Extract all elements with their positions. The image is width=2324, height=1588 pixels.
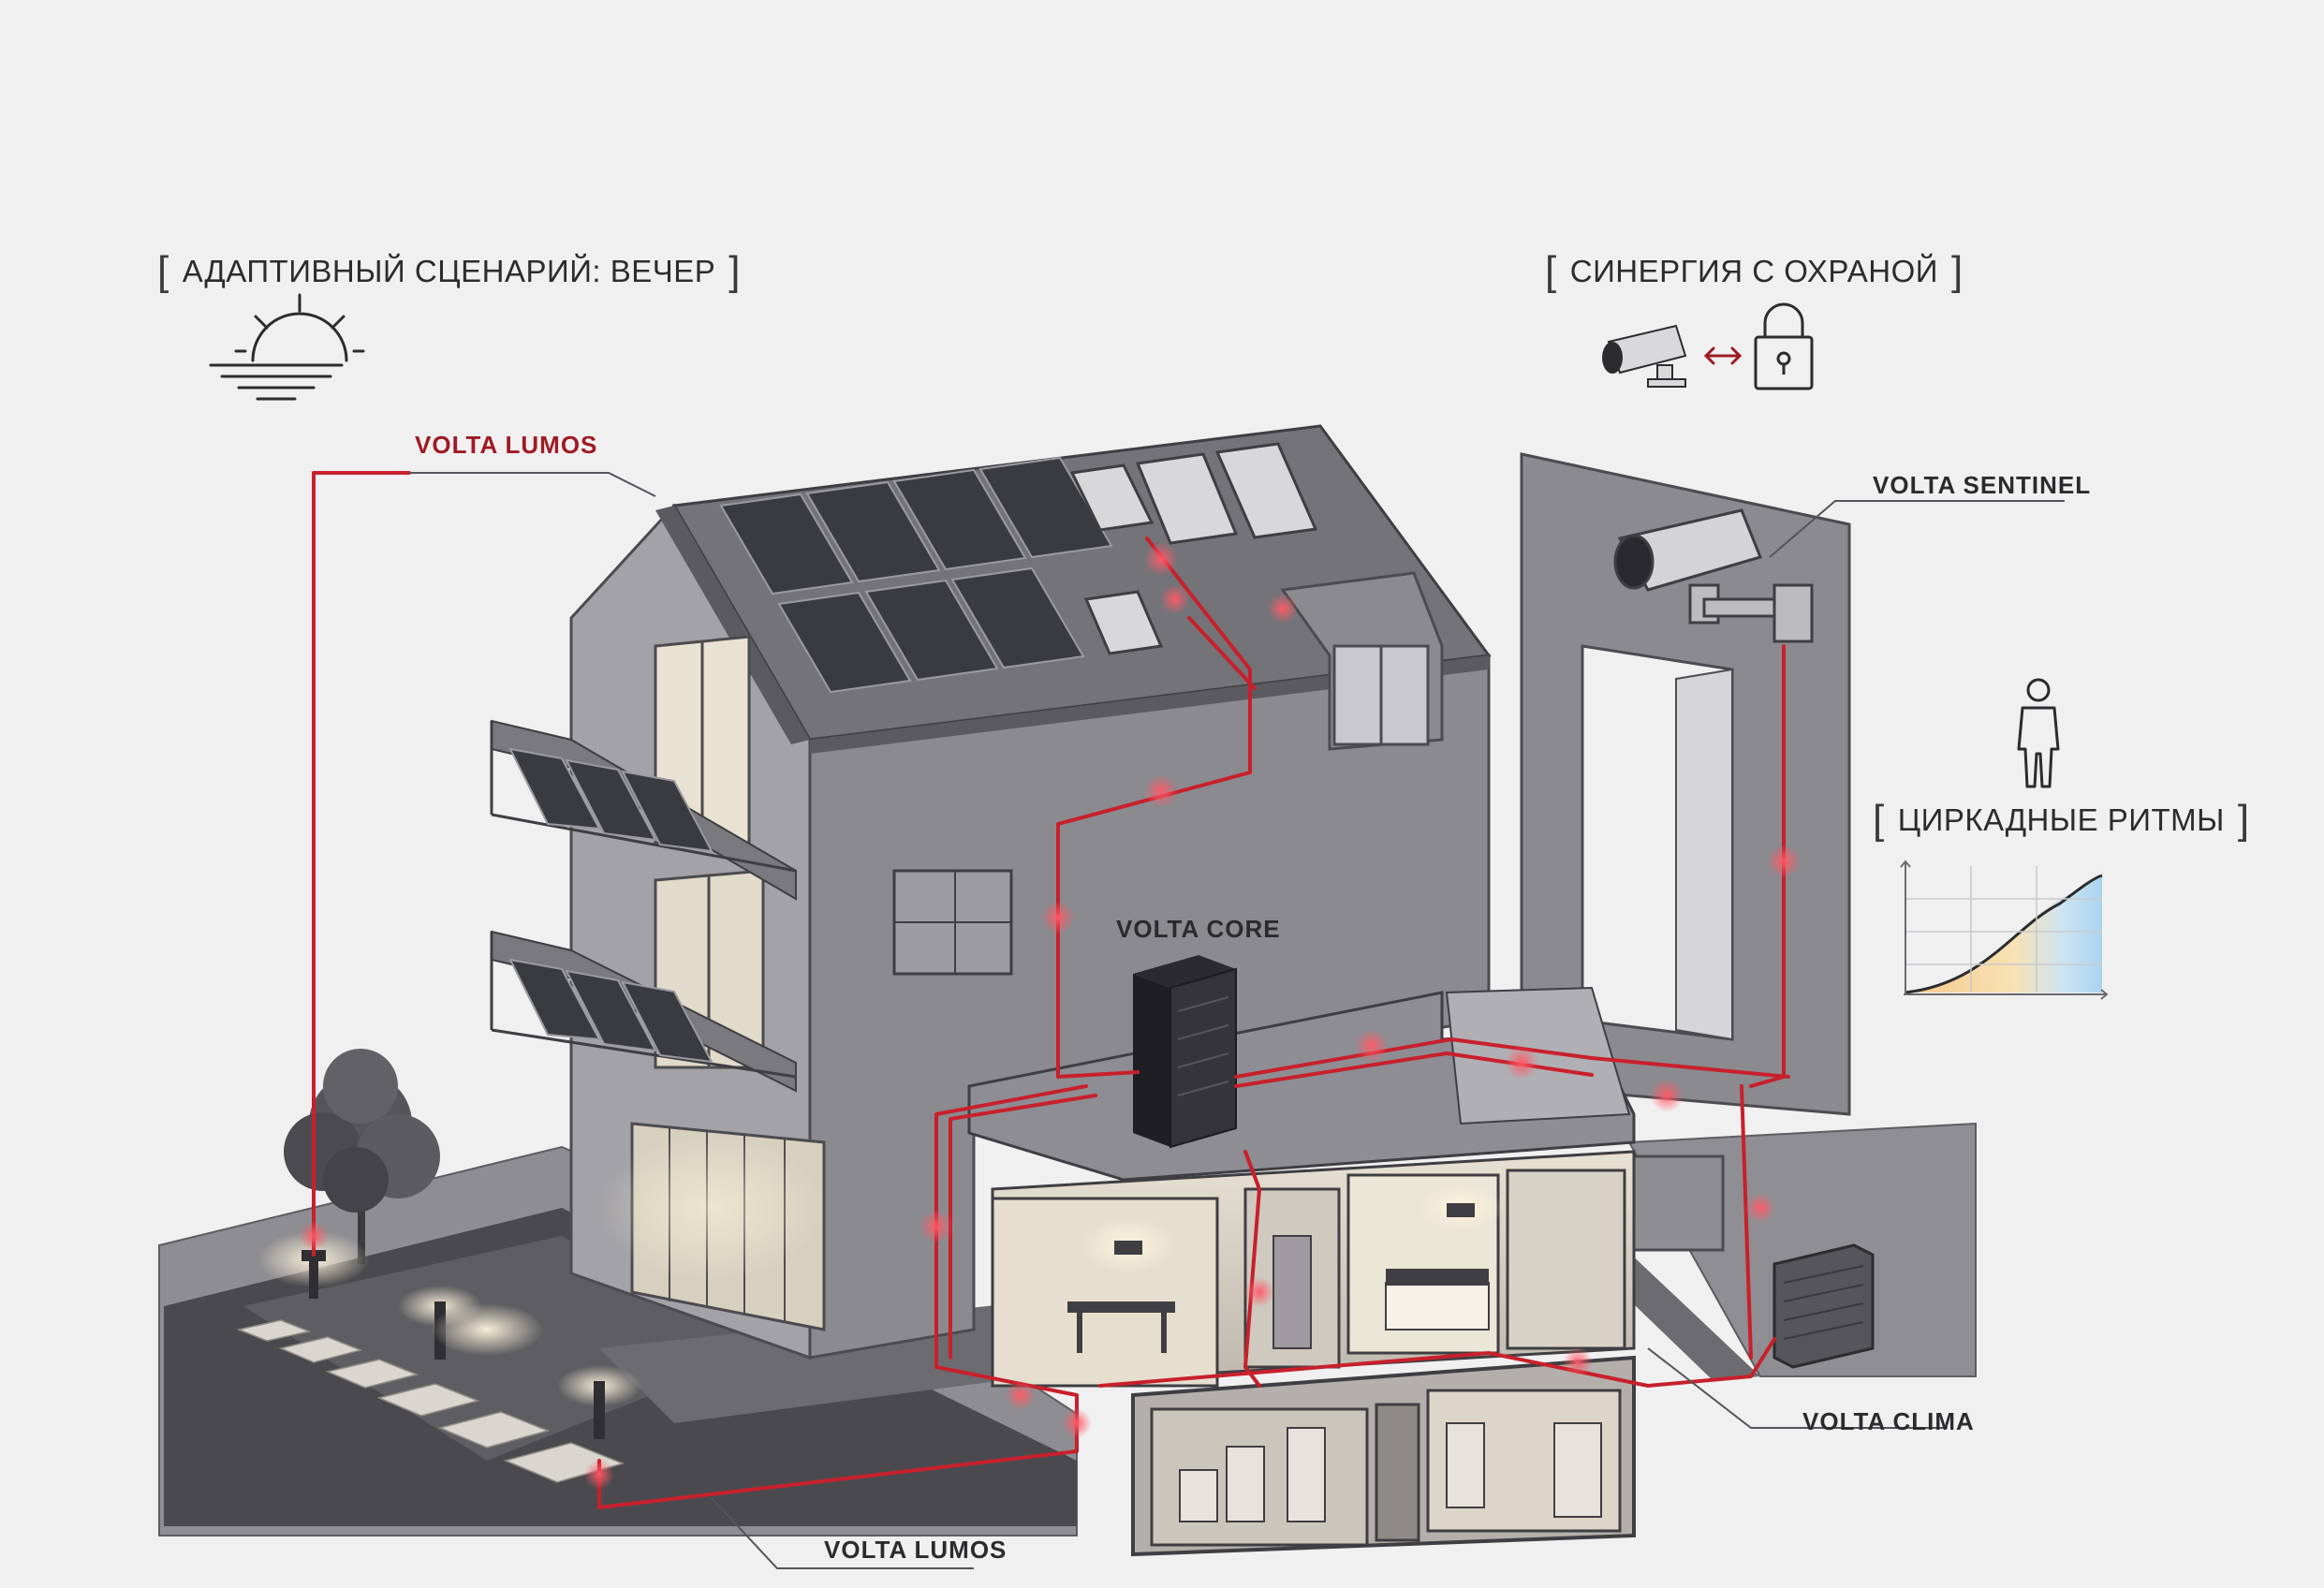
garden-lamps [257,1231,641,1439]
bracket-close: ] [1950,248,1964,294]
leader-lines [409,472,2065,1569]
roof-solar-panels [719,456,1113,694]
callout-security-text: СИНЕРГИЯ С ОХРАНОЙ [1569,254,1938,288]
cable-nodes [299,542,1801,1490]
balcony-upper [490,719,797,901]
sunset-icon [209,293,365,401]
two-way-arrow-icon [1703,346,1743,365]
security-wall [1520,452,1851,1116]
heat-pump-unit [1618,1154,1875,1369]
bracket-open: [ [157,248,169,294]
padlock-icon [1754,302,1814,390]
callout-adaptive-text: АДАПТИВНЫЙ СЦЕНАРИЙ: ВЕЧЕР [182,254,716,288]
callout-adaptive-scenario: [ АДАПТИВНЫЙ СЦЕНАРИЙ: ВЕЧЕР] [157,245,742,294]
label-volta-lumos-top: VOLTA LUMOS [415,431,598,459]
bracket-open: [ [1545,248,1557,294]
balcony-lower [490,930,797,1093]
callout-circadian-rhythms: [ ЦИРКАДНЫЕ РИТМЫ] [1873,794,2250,843]
label-volta-clima: VOLTA CLIMA [1802,1407,1975,1435]
circadian-curve-icon [1900,860,2109,1000]
callout-circadian-text: ЦИРКАДНЫЕ РИТМЫ [1897,802,2225,837]
label-volta-sentinel: VOLTA SENTINEL [1873,471,2092,499]
person-icon [2017,678,2060,788]
bracket-close: ] [2237,797,2250,843]
tree [284,1049,440,1264]
security-camera-icon [1602,324,1687,388]
callout-security-synergy: [ СИНЕРГИЯ С ОХРАНОЙ] [1545,245,1964,294]
wall-camera [1613,508,1814,643]
volta-core-rack [1133,955,1237,1149]
label-volta-lumos-bottom: VOLTA LUMOS [824,1536,1008,1564]
bracket-close: ] [728,248,742,294]
label-volta-core: VOLTA CORE [1116,915,1281,943]
bracket-open: [ [1873,797,1885,843]
